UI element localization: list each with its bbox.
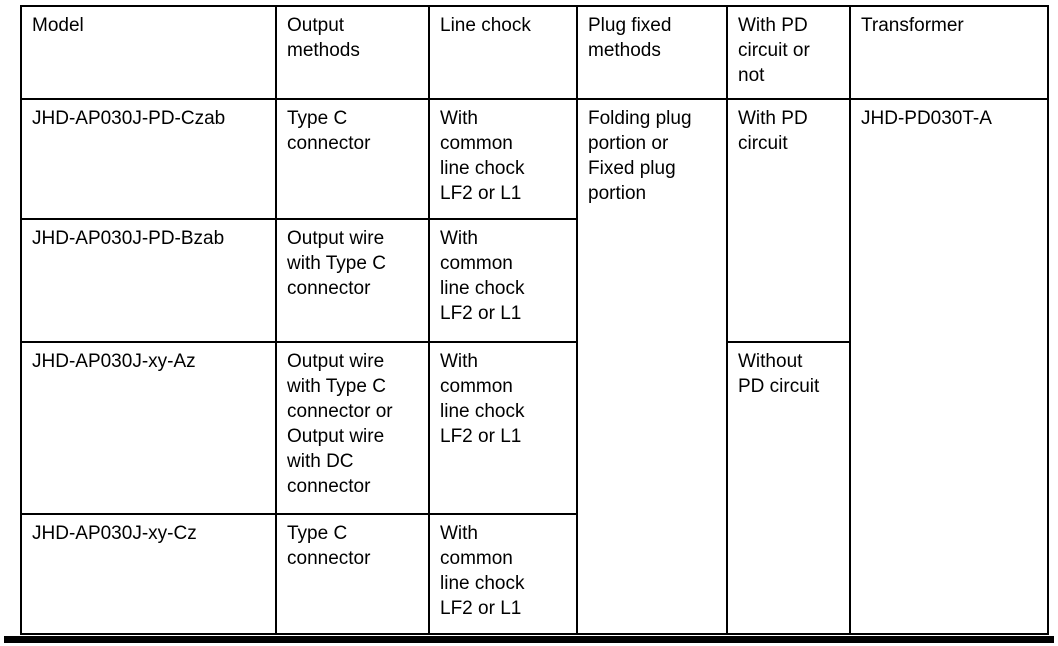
page-divider-rule — [4, 636, 1054, 643]
table-row: JHD-AP030J-xy-Az Output wire with Type C… — [20, 341, 1048, 635]
cell-model: JHD-AP030J-PD-Bzab — [20, 218, 277, 343]
table-row: JHD-AP030J-PD-Bzab Output wire with Type… — [20, 218, 1048, 343]
cell-line-chock: With common line chock LF2 or L1 — [428, 341, 578, 515]
cell-output-methods: Type C connector — [275, 98, 430, 220]
table-header-row: Model Output methods Line chock Plug fix… — [20, 5, 1049, 100]
table-row: JHD-AP030J-xy-Cz Type C connector With c… — [20, 513, 1048, 635]
table-row: JHD-AP030J-PD-Czab Type C connector With… — [20, 98, 1049, 635]
header-cell-plug-fixed-methods: Plug fixed methods — [576, 5, 728, 100]
cell-model: JHD-AP030J-PD-Czab — [20, 98, 277, 220]
cell-transformer-merged: JHD-PD030T-A — [849, 98, 1049, 635]
cell-output-methods: Type C connector — [275, 513, 430, 635]
cell-line-chock: With common line chock LF2 or L1 — [428, 218, 578, 343]
model-spec-table: Model Output methods Line chock Plug fix… — [20, 5, 1049, 635]
header-cell-transformer: Transformer — [849, 5, 1049, 100]
cell-model: JHD-AP030J-xy-Az — [20, 341, 277, 515]
header-cell-output-methods: Output methods — [275, 5, 430, 100]
cell-without-pd-circuit-merged: Without PD circuit — [726, 341, 851, 635]
cell-with-pd-circuit-merged: With PD circuit — [726, 98, 851, 343]
cell-output-methods: Output wire with Type C connector or Out… — [275, 341, 430, 515]
cell-model: JHD-AP030J-xy-Cz — [20, 513, 277, 635]
header-cell-pd-circuit: With PD circuit or not — [726, 5, 851, 100]
cell-line-chock: With common line chock LF2 or L1 — [428, 98, 578, 220]
cell-output-methods: Output wire with Type C connector — [275, 218, 430, 343]
cell-line-chock: With common line chock LF2 or L1 — [428, 513, 578, 635]
header-cell-line-chock: Line chock — [428, 5, 578, 100]
cell-plug-fixed-methods-merged: Folding plug portion or Fixed plug porti… — [576, 98, 728, 635]
header-cell-model: Model — [20, 5, 277, 100]
